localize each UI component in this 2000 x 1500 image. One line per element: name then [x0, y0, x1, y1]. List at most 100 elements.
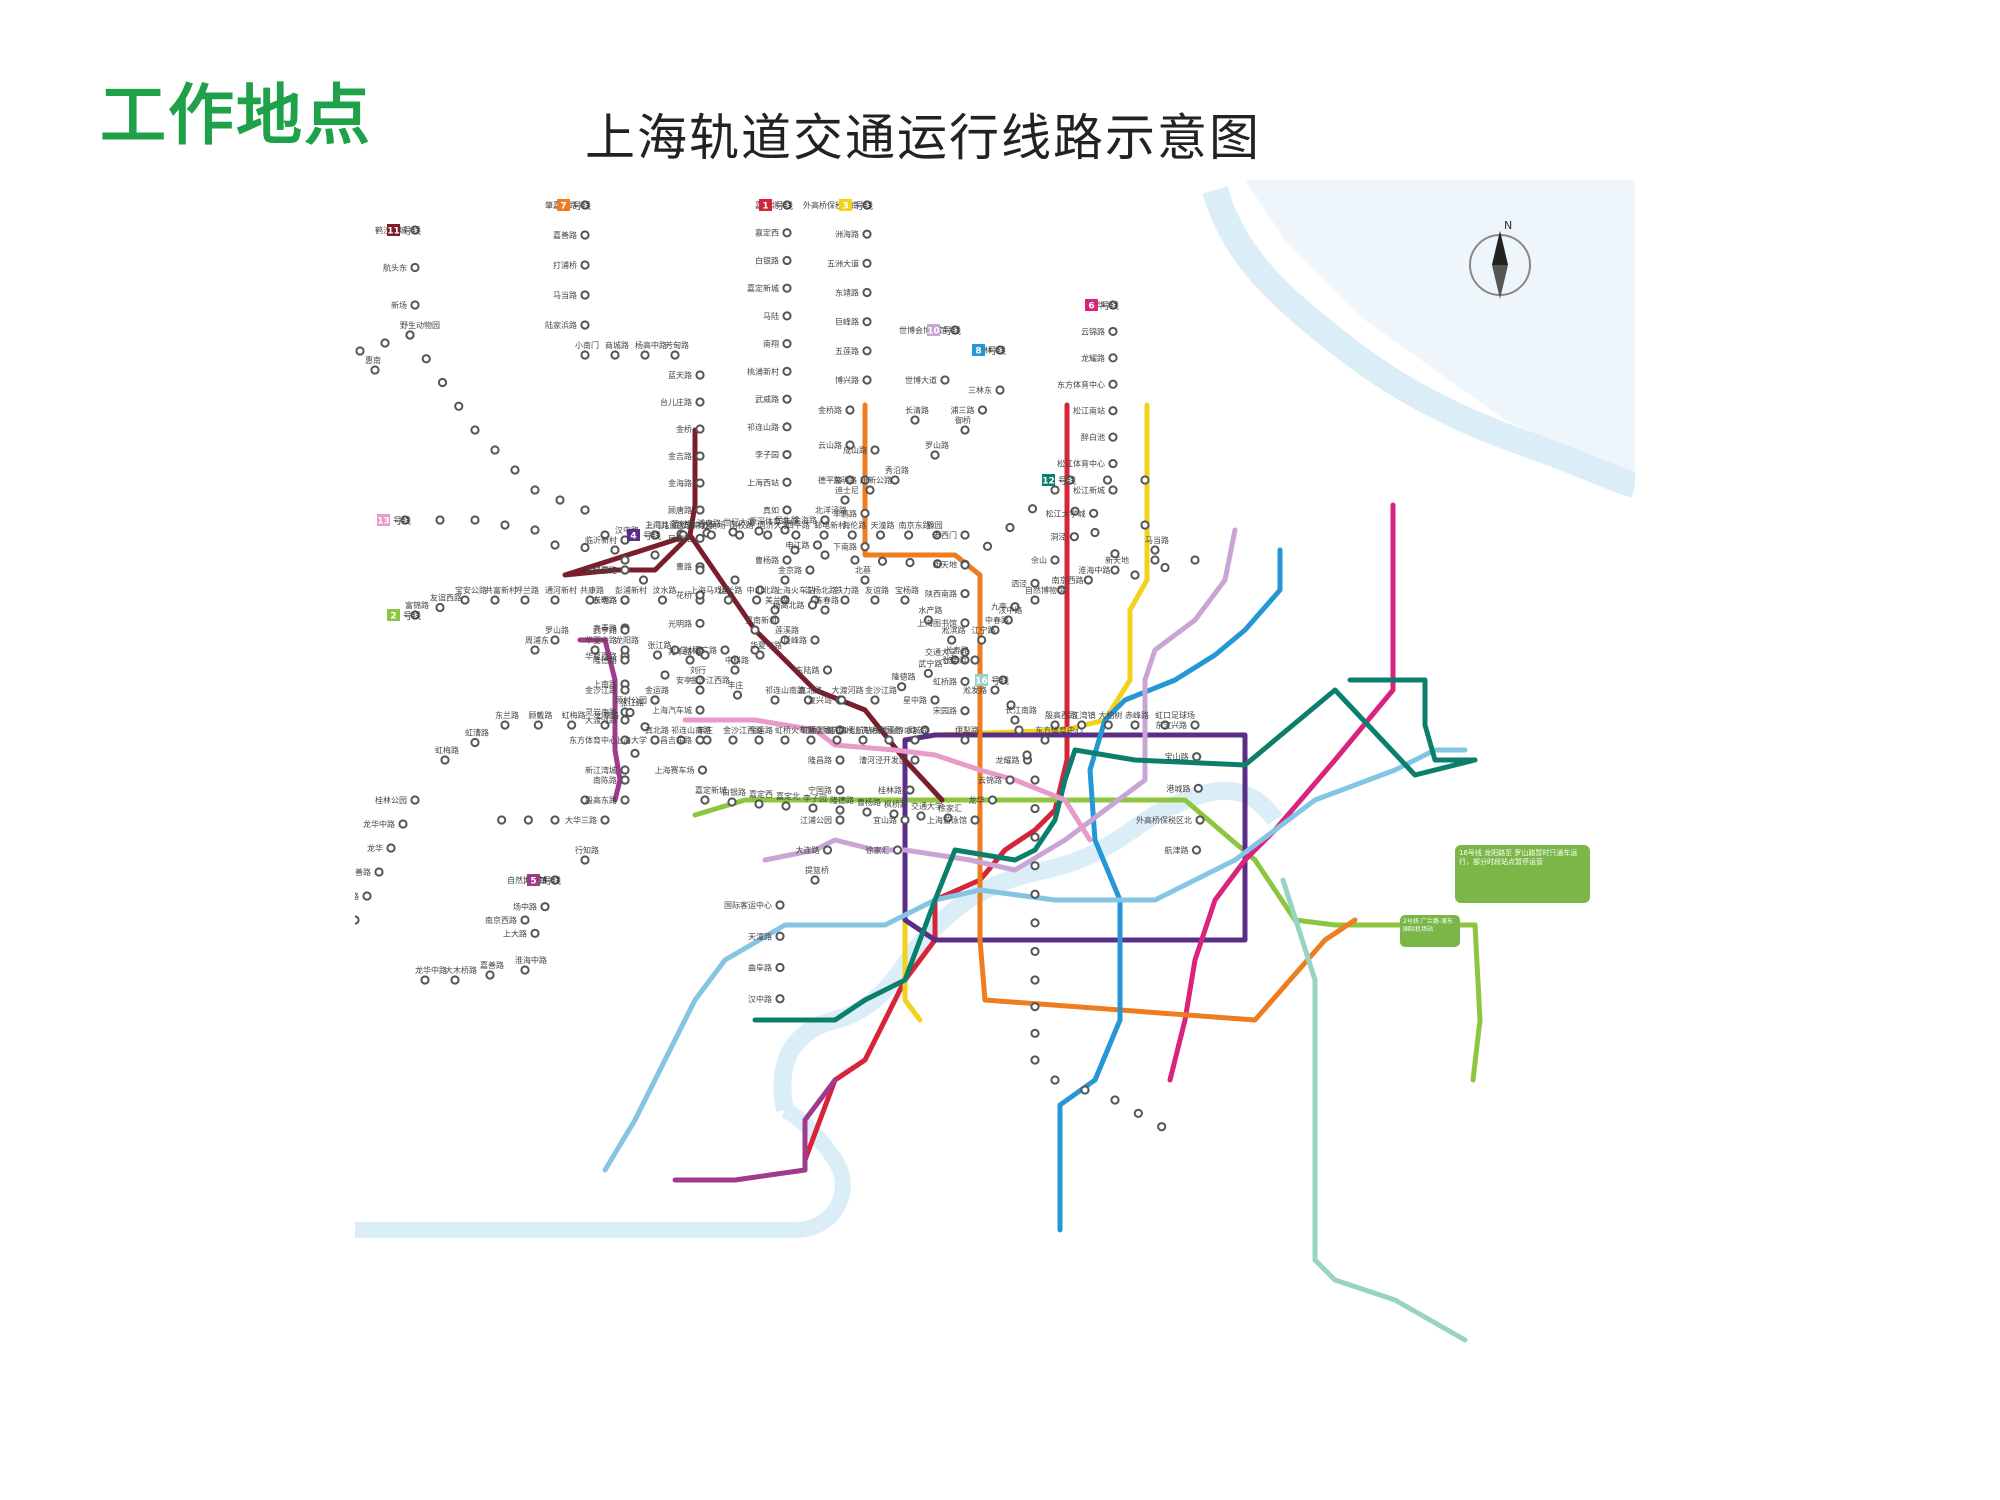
- station-dot[interactable]: [782, 422, 792, 432]
- station-dot[interactable]: [770, 695, 780, 705]
- station-dot[interactable]: [695, 705, 705, 715]
- station-dot[interactable]: [862, 317, 872, 327]
- station-dot[interactable]: [1040, 735, 1050, 745]
- station-dot[interactable]: [860, 475, 870, 485]
- station-dot[interactable]: [862, 200, 872, 210]
- station-dot[interactable]: [932, 559, 943, 569]
- station-dot[interactable]: [1030, 832, 1040, 842]
- station-dot[interactable]: [620, 685, 630, 695]
- station-dot[interactable]: [900, 595, 910, 605]
- station-dot[interactable]: [580, 230, 590, 240]
- station-dot[interactable]: [580, 505, 590, 515]
- station-dot[interactable]: [1010, 715, 1020, 725]
- station-dot[interactable]: [810, 875, 820, 885]
- station-dot[interactable]: [730, 665, 740, 675]
- station-dot[interactable]: [1110, 549, 1120, 559]
- station-dot[interactable]: [1130, 570, 1140, 580]
- station-dot[interactable]: [1192, 752, 1202, 762]
- station-dot[interactable]: [1157, 1122, 1167, 1132]
- station-dot[interactable]: [620, 715, 630, 725]
- station-dot[interactable]: [750, 645, 760, 655]
- station-dot[interactable]: [754, 735, 764, 745]
- station-dot[interactable]: [695, 370, 705, 380]
- station-dot[interactable]: [630, 748, 640, 758]
- station-dot[interactable]: [870, 695, 880, 705]
- station-dot[interactable]: [782, 283, 792, 293]
- station-dot[interactable]: [1065, 475, 1075, 485]
- station-dot[interactable]: [806, 735, 816, 745]
- station-dot[interactable]: [460, 595, 470, 605]
- station-dot[interactable]: [1050, 555, 1060, 565]
- station-dot[interactable]: [889, 809, 899, 819]
- station-dot[interactable]: [1133, 1108, 1143, 1118]
- station-dot[interactable]: [1030, 946, 1040, 957]
- station-dot[interactable]: [520, 965, 530, 975]
- station-dot[interactable]: [884, 735, 894, 745]
- station-dot[interactable]: [960, 676, 970, 687]
- station-dot[interactable]: [410, 610, 420, 620]
- station-dot[interactable]: [916, 811, 926, 821]
- station-dot[interactable]: [650, 530, 660, 540]
- station-dot[interactable]: [1030, 1055, 1040, 1065]
- station-dot[interactable]: [1190, 720, 1200, 730]
- station-dot[interactable]: [676, 735, 686, 745]
- station-dot[interactable]: [835, 755, 845, 765]
- station-dot[interactable]: [1014, 725, 1024, 735]
- station-dot[interactable]: [350, 915, 360, 925]
- station-dot[interactable]: [835, 785, 845, 795]
- station-dot[interactable]: [960, 560, 970, 570]
- station-dot[interactable]: [734, 530, 745, 540]
- station-dot[interactable]: [905, 785, 915, 795]
- station-dot[interactable]: [670, 350, 680, 360]
- station-dot[interactable]: [386, 843, 396, 853]
- station-dot[interactable]: [727, 797, 737, 807]
- station-dot[interactable]: [410, 795, 420, 805]
- station-dot[interactable]: [780, 635, 790, 645]
- station-dot[interactable]: [780, 595, 790, 605]
- station-dot[interactable]: [550, 815, 560, 825]
- station-dot[interactable]: [470, 737, 480, 748]
- station-dot[interactable]: [1103, 720, 1113, 730]
- station-dot[interactable]: [720, 645, 730, 655]
- station-dot[interactable]: [998, 675, 1008, 685]
- station-dot[interactable]: [977, 405, 988, 415]
- station-dot[interactable]: [870, 445, 880, 455]
- station-dot[interactable]: [960, 530, 970, 540]
- station-dot[interactable]: [1005, 775, 1015, 785]
- station-dot[interactable]: [791, 530, 801, 540]
- station-dot[interactable]: [865, 485, 875, 495]
- station-dot[interactable]: [695, 735, 705, 745]
- station-dot[interactable]: [947, 635, 957, 645]
- station-dot[interactable]: [620, 625, 630, 635]
- station-dot[interactable]: [923, 668, 933, 678]
- station-dot[interactable]: [695, 565, 705, 575]
- station-dot[interactable]: [695, 618, 705, 628]
- station-dot[interactable]: [420, 975, 430, 985]
- station-dot[interactable]: [1191, 845, 1202, 855]
- station-dot[interactable]: [1160, 720, 1170, 730]
- station-dot[interactable]: [640, 722, 650, 732]
- station-dot[interactable]: [730, 575, 740, 585]
- station-dot[interactable]: [437, 377, 448, 388]
- station-dot[interactable]: [620, 645, 630, 655]
- station-dot[interactable]: [1070, 506, 1080, 516]
- station-dot[interactable]: [678, 530, 688, 540]
- station-dot[interactable]: [530, 645, 540, 655]
- station-dot[interactable]: [1195, 815, 1205, 825]
- station-dot[interactable]: [820, 515, 830, 525]
- station-dot[interactable]: [650, 695, 660, 705]
- station-dot[interactable]: [374, 867, 384, 877]
- station-dot[interactable]: [500, 520, 510, 530]
- station-dot[interactable]: [858, 735, 868, 745]
- station-dot[interactable]: [782, 200, 792, 210]
- station-dot[interactable]: [695, 505, 705, 515]
- station-dot[interactable]: [835, 815, 845, 825]
- station-dot[interactable]: [1030, 595, 1040, 605]
- station-dot[interactable]: [530, 525, 540, 535]
- station-dot[interactable]: [782, 366, 792, 376]
- station-dot[interactable]: [982, 541, 993, 551]
- station-dot[interactable]: [910, 735, 920, 745]
- station-dot[interactable]: [1030, 889, 1040, 899]
